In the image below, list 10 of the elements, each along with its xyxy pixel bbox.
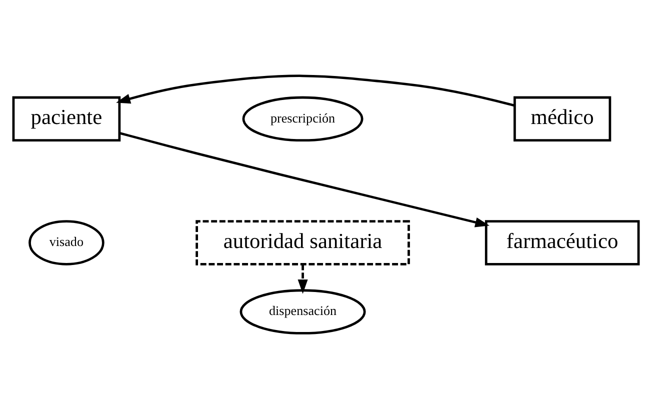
node-box: médico bbox=[514, 96, 612, 142]
arrow bbox=[119, 131, 490, 227]
node-ellipse: visado bbox=[28, 220, 104, 265]
node-box: farmacéutico bbox=[484, 220, 640, 265]
arrow bbox=[298, 264, 308, 294]
node-box: autoridad sanitaria bbox=[196, 220, 410, 265]
arrow bbox=[116, 74, 515, 106]
node-ellipse: dispensación bbox=[240, 288, 366, 334]
node-box: paciente bbox=[12, 96, 121, 142]
node-ellipse: prescripción bbox=[242, 96, 364, 142]
